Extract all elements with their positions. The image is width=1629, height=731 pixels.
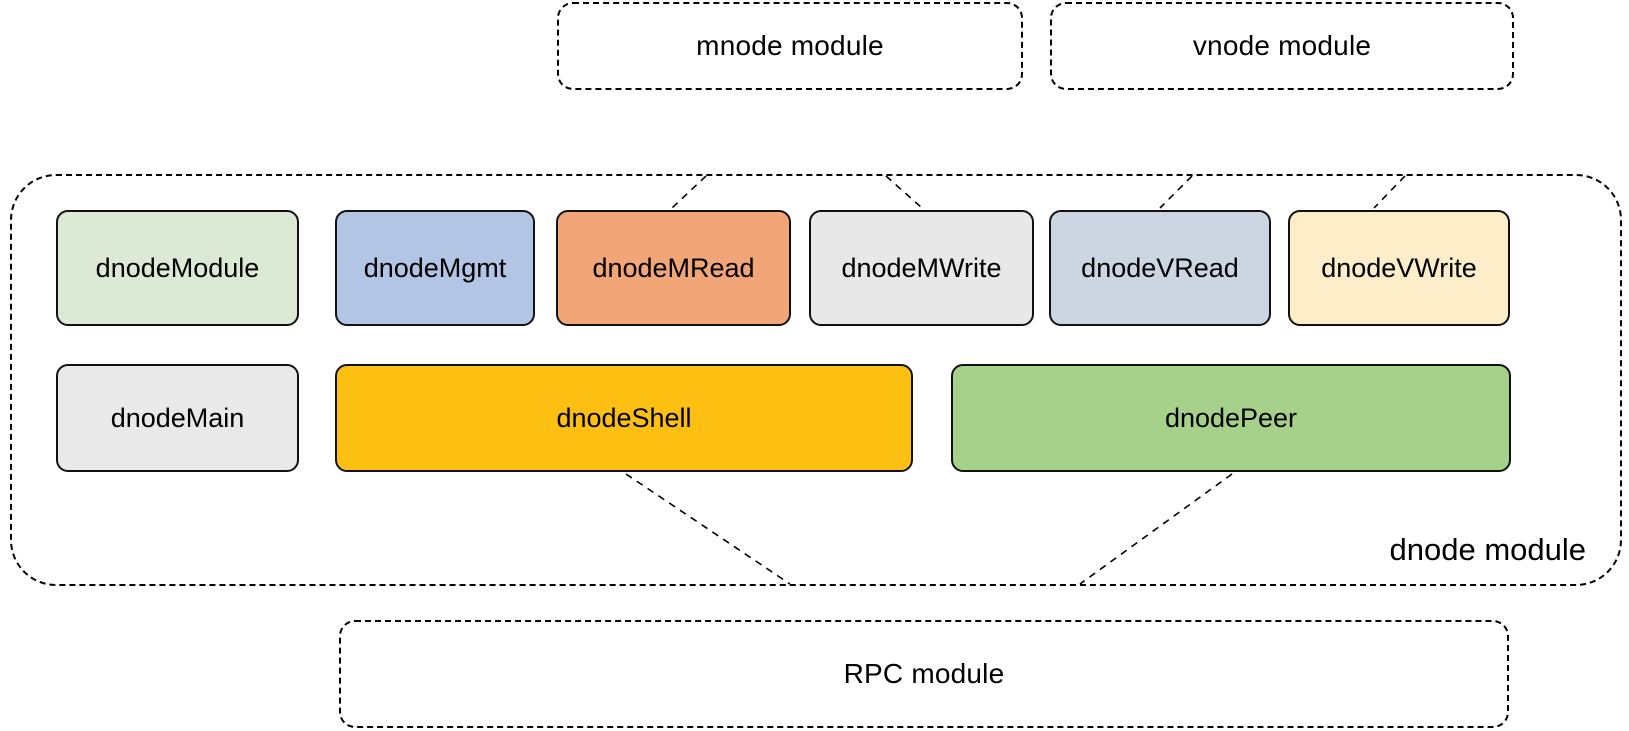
- node-box-dnodemwrite[interactable]: dnodeMWrite: [809, 210, 1034, 326]
- node-box-dnodeshell[interactable]: dnodeShell: [335, 364, 913, 472]
- node-box-label: dnodeMgmt: [363, 252, 507, 283]
- node-box-label: dnodeShell: [556, 402, 692, 433]
- node-box-dnodemgmt[interactable]: dnodeMgmt: [335, 210, 535, 326]
- mnode-module-label: mnode module: [696, 30, 884, 61]
- node-box-dnodemain[interactable]: dnodeMain: [56, 364, 299, 472]
- vnode-module-label: vnode module: [1192, 30, 1372, 61]
- mnode-module-box: mnode module: [557, 2, 1023, 90]
- rpc-module-label: RPC module: [843, 658, 1005, 689]
- node-box-dnodemread[interactable]: dnodeMRead: [556, 210, 791, 326]
- node-box-label: dnodeVWrite: [1321, 252, 1477, 283]
- vnode-module-box: vnode module: [1050, 2, 1514, 90]
- node-box-dnodemodule[interactable]: dnodeModule: [56, 210, 299, 326]
- node-box-label: dnodeModule: [95, 252, 260, 283]
- node-box-dnodevwrite[interactable]: dnodeVWrite: [1288, 210, 1510, 326]
- rpc-module-box: RPC module: [339, 620, 1509, 728]
- node-box-label: dnodeMain: [110, 402, 245, 433]
- node-box-dnodepeer[interactable]: dnodePeer: [951, 364, 1511, 472]
- node-box-dnodevread[interactable]: dnodeVRead: [1049, 210, 1271, 326]
- node-box-label: dnodePeer: [1164, 402, 1298, 433]
- node-box-label: dnodeMWrite: [841, 252, 1002, 283]
- dnode-module-label: dnode module: [1389, 532, 1587, 567]
- node-box-label: dnodeMRead: [592, 252, 755, 283]
- node-box-label: dnodeVRead: [1081, 252, 1239, 283]
